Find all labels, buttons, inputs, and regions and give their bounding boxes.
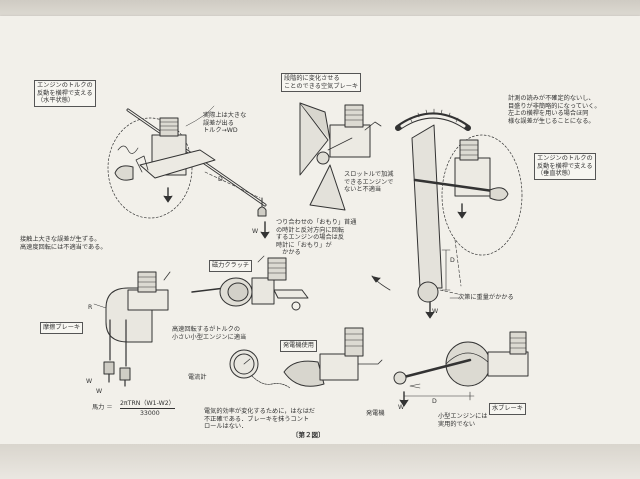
vertical-torque-scale-illustration (371, 108, 523, 319)
label-letter-d-bottom: D (432, 398, 437, 405)
page-bottom-edge (0, 444, 640, 479)
horizontal-torque-arm-illustration (107, 105, 270, 239)
label-torque-vertical: エンジンのトルクの 反動を横桿で支える （垂直状態） (534, 153, 596, 180)
water-brake-illustration (393, 331, 529, 407)
air-brake-illustration (299, 102, 382, 211)
label-letter-r: R (88, 304, 93, 311)
label-electric-note: 電気的効率が変化するために，はなはだ 不正確である．ブレーキを抹うコント ロール… (204, 408, 315, 431)
friction-brake-illustration (93, 271, 171, 387)
label-small-engine-note: 小型エンジンには 実用的でない (438, 413, 488, 428)
label-letter-w-bottom: W (398, 404, 405, 411)
label-horsepower-prefix: 馬力 ＝ (92, 404, 113, 411)
label-letter-d-top: D (218, 176, 223, 183)
label-measurement-error: 計測の読みが不確定的ないし、 目盛りが非簡略的になっていく。 左上の横桿を用いる… (508, 95, 601, 125)
label-weight-applied: 次第に重量がかかる (458, 294, 514, 301)
label-generator-use: 発電機使用 (280, 340, 317, 352)
generator-illustration (229, 327, 383, 389)
label-ammeter: 電流計 (188, 374, 207, 381)
label-water-brake: 水ブレーキ (489, 403, 526, 415)
label-letter-d-right: D (450, 257, 455, 264)
label-torque-horizontal: エンジンのトルクの 反動を横桿で支える （水平状態） (34, 80, 96, 107)
pointer-line (257, 255, 265, 263)
label-horsepower-denominator: 33000 (140, 410, 160, 417)
label-generator: 発電機 (366, 410, 385, 417)
label-friction-error: 接触上大きな誤差が生ずる。 高速度回転には不適当である。 (20, 236, 107, 251)
label-horsepower-numerator: 2πTRN（W1-W2） (120, 400, 175, 409)
label-letter-w-top: W (252, 228, 259, 235)
label-weight-note: つり合わせの「おもり」苜通 の時計と反対方向に回転 するエンジンの場合は反 時計… (276, 219, 357, 257)
figure-caption: 〔第２図〕 (292, 431, 325, 439)
label-letter-w-right: W (432, 308, 439, 315)
label-throttle-note: スロットルで加減 できるエンジンで ないと不適当 (344, 171, 394, 194)
magnetic-clutch-illustration (191, 257, 309, 311)
label-friction-brake: 摩擦ブレーキ (40, 322, 84, 334)
label-high-speed-note: 高速回転するがトルクの 小さい小型エンジンに適当 (172, 326, 247, 341)
label-large-error-torque: 実際上は大きな 誤差が出る トルク→WD (203, 112, 247, 135)
label-magnetic-clutch: 磁力クラッチ (209, 260, 253, 272)
label-letter-w2: W (96, 388, 103, 395)
label-letter-w1: W (86, 378, 93, 385)
label-variable-air-brake: 段階的に変化させる ことのできる空気ブレーキ (281, 73, 362, 93)
